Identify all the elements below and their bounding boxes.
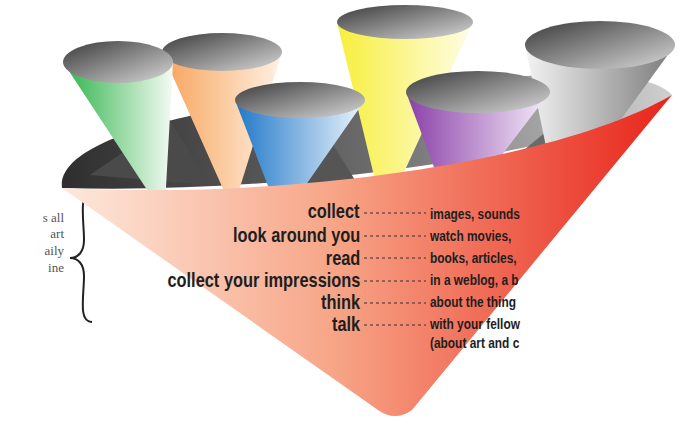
green-cone xyxy=(63,41,173,205)
activity-label: images, sounds xyxy=(430,205,520,223)
activity-label: in a weblog, a b xyxy=(430,271,519,289)
funnel-label: collect your impressions xyxy=(167,268,360,292)
funnel-label: read xyxy=(325,246,360,270)
funnel-shape: collectlook around youreadcollect your i… xyxy=(60,88,675,423)
side-note: aily xyxy=(45,243,65,259)
activity-label: books, articles, xyxy=(430,249,517,267)
activity-label: (about art and c xyxy=(430,334,519,352)
funnel-label: look around you xyxy=(233,223,360,247)
side-note: ine xyxy=(48,260,64,276)
side-note: art xyxy=(50,226,64,242)
funnel-label: talk xyxy=(332,312,360,336)
funnel-face xyxy=(62,95,672,416)
curly-bracket xyxy=(70,192,92,322)
funnel-label: think xyxy=(321,290,360,314)
activity-label: about the thing xyxy=(430,293,516,311)
side-note: s all xyxy=(43,210,64,226)
activity-label: watch movies, xyxy=(430,227,511,245)
activity-label: with your fellow xyxy=(430,315,520,333)
funnel-label: collect xyxy=(308,199,360,223)
funnel-outline xyxy=(60,88,675,423)
